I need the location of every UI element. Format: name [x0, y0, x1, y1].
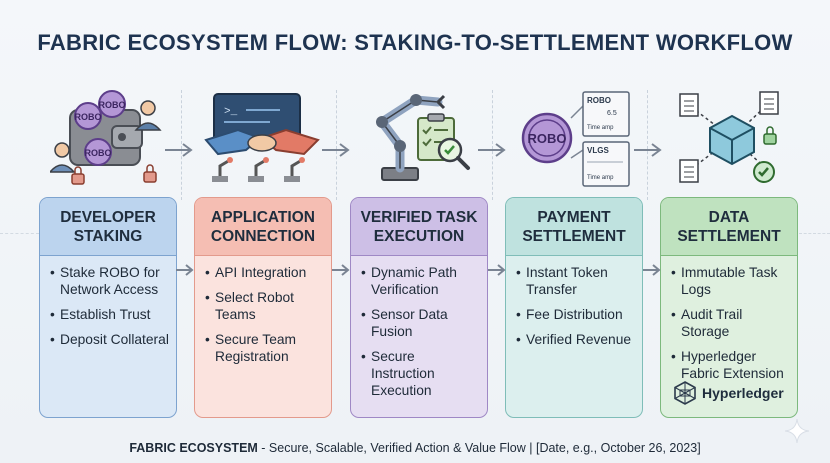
stage-verified-task-execution: VERIFIED TASK EXECUTION Dynamic Path Ver…	[350, 197, 488, 418]
separator	[492, 90, 493, 200]
svg-text:ROBO: ROBO	[75, 112, 102, 122]
arrow-right-icon	[478, 143, 506, 157]
check-circle-icon	[753, 161, 775, 183]
list-item: Verified Revenue	[516, 331, 636, 348]
svg-text:VLGS: VLGS	[587, 146, 609, 155]
wallet-staking-illustration: ROBO ROBO ROBO	[50, 90, 162, 185]
stage-application-connection: APPLICATION CONNECTION API Integration S…	[194, 197, 332, 418]
receipt-icon: VLGS Time amp	[582, 141, 630, 187]
list-item: Deposit Collateral	[50, 331, 170, 348]
document-icon	[679, 159, 699, 183]
separator	[799, 233, 830, 234]
stage-data-settlement: DATA SETTLEMENT Immutable Task Logs Audi…	[660, 197, 798, 418]
list-item: Dynamic Path Verification	[361, 264, 481, 298]
coin-icon: ROBO	[521, 112, 573, 164]
handshake-illustration: >_	[204, 93, 320, 182]
arrow-right-icon	[176, 264, 194, 276]
coin-icon: ROBO	[84, 138, 112, 166]
arrow-right-icon	[643, 264, 661, 276]
lock-icon	[763, 126, 777, 145]
document-icon	[679, 93, 699, 117]
stage-items: Dynamic Path Verification Sensor Data Fu…	[351, 256, 487, 399]
list-item: Secure Team Registration	[205, 331, 325, 365]
document-icon	[759, 91, 779, 115]
data-block-illustration	[679, 91, 779, 183]
hyperledger-icon	[674, 381, 696, 405]
stage-items: API Integration Select Robot Teams Secur…	[195, 256, 331, 365]
list-item: Instant Token Transfer	[516, 264, 636, 298]
stage-items: Immutable Task Logs Audit Trail Storage …	[661, 256, 797, 382]
arrow-right-icon	[634, 143, 662, 157]
stage-heading: VERIFIED TASK EXECUTION	[351, 198, 487, 256]
robot-arm-icon	[248, 157, 269, 182]
hyperledger-label: Hyperledger	[702, 385, 784, 401]
list-item: Sensor Data Fusion	[361, 306, 481, 340]
arrow-right-icon	[488, 264, 506, 276]
magnifier-icon	[437, 137, 470, 170]
sparkle-icon	[784, 418, 810, 444]
stage-heading: PAYMENT SETTLEMENT	[506, 198, 642, 256]
svg-text:>_: >_	[224, 106, 238, 118]
list-item: Establish Trust	[50, 306, 170, 323]
robot-arm-icon	[212, 157, 233, 182]
coin-icon: ROBO	[98, 90, 126, 118]
footer-brand: FABRIC ECOSYSTEM	[129, 441, 258, 455]
robot-arm-icon	[284, 157, 305, 182]
separator	[647, 90, 648, 200]
lock-icon	[71, 166, 85, 185]
list-item: API Integration	[205, 264, 325, 281]
footer-tagline: - Secure, Scalable, Verified Action & Va…	[257, 441, 701, 455]
stage-heading: APPLICATION CONNECTION	[195, 198, 331, 256]
svg-text:ROBO: ROBO	[85, 148, 112, 158]
svg-text:Time amp: Time amp	[587, 125, 614, 131]
footer: FABRIC ECOSYSTEM - Secure, Scalable, Ver…	[0, 441, 830, 455]
arrow-right-icon	[165, 143, 193, 157]
stage-heading: DEVELOPER STAKING	[40, 198, 176, 256]
page-title: FABRIC ECOSYSTEM FLOW: STAKING-TO-SETTLE…	[37, 30, 793, 55]
robot-arm-verification-illustration	[376, 94, 470, 181]
payment-receipts-illustration: ROBO ROBO 6.5 Time amp VLGS Time amp	[521, 91, 630, 187]
list-item: Fee Distribution	[516, 306, 636, 323]
list-item: Select Robot Teams	[205, 289, 325, 323]
stage-items: Instant Token Transfer Fee Distribution …	[506, 256, 642, 348]
list-item: Stake ROBO for Network Access	[50, 264, 170, 298]
stage-developer-staking: DEVELOPER STAKING Stake ROBO for Network…	[39, 197, 177, 418]
separator	[0, 233, 39, 234]
cube-icon	[709, 114, 755, 166]
person-icon	[50, 142, 76, 173]
arrow-right-icon	[332, 264, 350, 276]
list-item: Secure Instruction Execution	[361, 348, 481, 399]
lock-icon	[143, 164, 157, 183]
svg-text:6.5: 6.5	[607, 110, 617, 117]
separator	[181, 90, 182, 200]
svg-text:ROBO: ROBO	[99, 100, 126, 110]
hyperledger-logo: Hyperledger	[672, 380, 784, 406]
separator	[336, 90, 337, 200]
person-icon	[134, 100, 162, 131]
stage-items: Stake ROBO for Network Access Establish …	[40, 256, 176, 348]
list-item: Hyperledger Fabric Extension	[671, 348, 791, 382]
svg-text:Time amp: Time amp	[587, 175, 614, 181]
list-item: Audit Trail Storage	[671, 306, 791, 340]
svg-text:ROBO: ROBO	[528, 131, 567, 146]
stage-payment-settlement: PAYMENT SETTLEMENT Instant Token Transfe…	[505, 197, 643, 418]
svg-text:ROBO: ROBO	[587, 96, 611, 105]
coin-icon: ROBO	[74, 102, 102, 130]
receipt-icon: ROBO 6.5 Time amp	[582, 91, 630, 137]
list-item: Immutable Task Logs	[671, 264, 791, 298]
arrow-right-icon	[322, 143, 350, 157]
stage-heading: DATA SETTLEMENT	[661, 198, 797, 256]
